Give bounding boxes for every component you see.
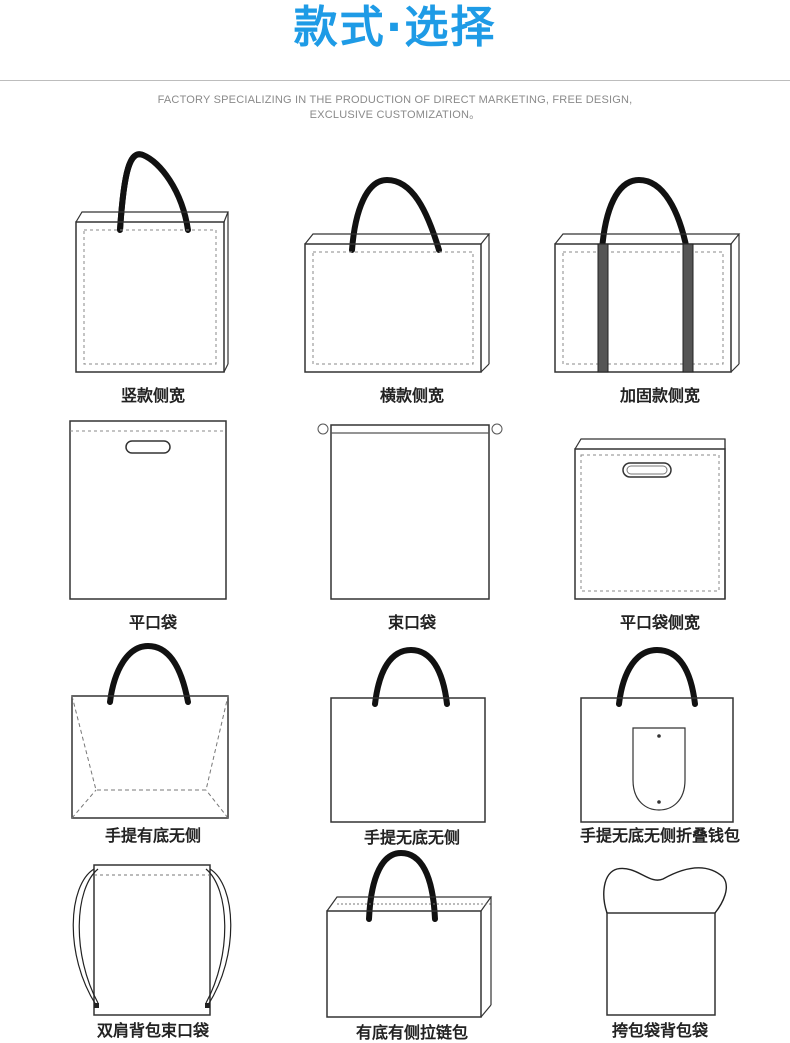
horizontal-side-gusset-bag-icon [304,176,491,373]
vertical-side-gusset-bag-icon [75,151,229,373]
bag-label: 横款侧宽 [379,386,444,405]
bag-style-reinforced-gusset[interactable]: 加固款侧宽 [545,150,775,410]
flat-die-cut-bag-icon [69,420,227,600]
bag-style-handle-no-bottom-no-side[interactable]: 手提无底无侧 [297,640,527,855]
bag-label: 手提有底无侧 [104,826,201,845]
bag-style-flat-die-cut[interactable]: 平口袋 [38,415,268,640]
bag-style-zipper-gusset[interactable]: 有底有侧拉链包 [297,845,527,1043]
bag-label: 双肩背包束口袋 [96,1021,209,1040]
bag-label: 有底有侧拉链包 [355,1023,468,1042]
foldable-wallet-bag-icon [580,646,734,823]
bag-style-horizontal-gusset[interactable]: 横款侧宽 [297,150,527,410]
bag-style-handle-bottom-no-side[interactable]: 手提有底无侧 [38,640,268,855]
flat-die-cut-gusset-bag-icon [574,438,726,600]
shoulder-backpack-bag-icon [603,867,727,1016]
bag-label: 挎包袋背包袋 [611,1021,708,1040]
header-divider [0,80,790,81]
subtitle-line-2: EXCLUSIVE CUSTOMIZATION。 [309,109,481,121]
handle-bottom-no-side-bag-icon [71,642,229,819]
backpack-drawstring-bag-icon [72,864,232,1016]
drawstring-bag-icon [317,423,503,600]
bag-style-foldable-wallet[interactable]: 手提无底无侧折叠钱包 [545,640,775,855]
bag-label: 束口袋 [387,613,436,632]
page-subtitle: FACTORY SPECIALIZING IN THE PRODUCTION O… [80,93,710,123]
bag-style-vertical-gusset[interactable]: 竖款侧宽 [38,150,268,410]
subtitle-line-1: FACTORY SPECIALIZING IN THE PRODUCTION O… [157,94,633,106]
bag-label: 手提无底无侧 [363,828,460,847]
bag-label: 竖款侧宽 [120,386,185,405]
bag-label: 平口袋 [128,613,177,632]
bag-style-shoulder-backpack[interactable]: 挎包袋背包袋 [545,855,775,1043]
page-title: 款式·选择 [293,2,497,53]
handle-no-bottom-no-side-bag-icon [330,646,486,823]
zipper-gusset-bag-icon [326,849,493,1018]
bag-label: 加固款侧宽 [619,386,700,405]
bag-style-drawstring[interactable]: 束口袋 [297,415,527,640]
reinforced-side-gusset-bag-icon [554,176,741,373]
bag-label: 手提无底无侧折叠钱包 [579,826,740,845]
bag-label: 平口袋侧宽 [619,613,700,632]
bag-style-backpack-drawstring[interactable]: 双肩背包束口袋 [38,855,268,1043]
bag-style-flat-die-cut-gusset[interactable]: 平口袋侧宽 [545,415,775,640]
